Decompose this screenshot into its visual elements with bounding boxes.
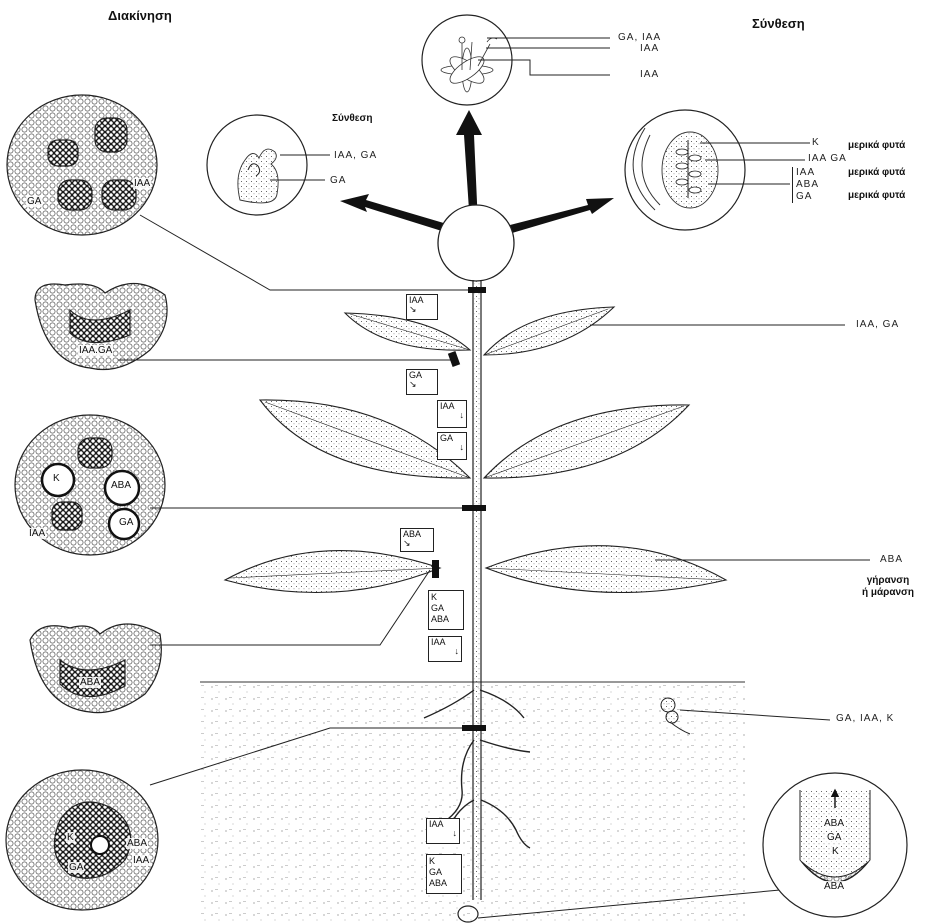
- stem: [473, 280, 481, 900]
- seed-label-group: IAA ABA GA: [796, 167, 819, 203]
- stem-box-label: K: [431, 592, 461, 603]
- young-leaf-label: IAA, GA: [856, 319, 899, 330]
- flower-label-ga-iaa: GA, IAA: [618, 32, 661, 43]
- root-tip-aba-cap: ABA: [823, 881, 845, 892]
- seed-group-iaa: IAA: [796, 167, 815, 178]
- section5-ga: GA: [68, 862, 84, 873]
- section1-iaa: IAA: [133, 178, 151, 189]
- arrow-icon: ↘: [403, 539, 431, 548]
- arrow-icon: ↘: [409, 305, 435, 314]
- root-tip-aba: ABA: [823, 818, 845, 829]
- section3-ga: GA: [118, 517, 134, 528]
- stem-box-k-ga-aba-2: K GA ABA: [426, 854, 462, 894]
- stem-box-label: K: [429, 856, 459, 867]
- apex-label-ga: GA: [330, 175, 346, 186]
- seed-group-aba: ABA: [796, 179, 819, 190]
- section3-aba: ABA: [110, 480, 132, 491]
- seed-group-bracket: [792, 167, 795, 203]
- root-tip-ga: GA: [826, 832, 842, 843]
- stem-box-label: ABA: [431, 614, 461, 625]
- seed-label-k: K: [812, 137, 820, 148]
- flower-label-iaa-1: IAA: [640, 43, 659, 54]
- section1-ga: GA: [26, 196, 42, 207]
- apex-circle: [438, 205, 514, 281]
- section3-iaa: IAA: [28, 528, 46, 539]
- stem-box-label: GA: [429, 867, 459, 878]
- mature-leaf-label: ABA: [880, 554, 903, 565]
- seed-organ: [625, 110, 745, 230]
- section5-iaa: IAA: [132, 855, 150, 866]
- stem-box-label: ABA: [429, 878, 459, 889]
- root-tip-organ: [763, 773, 907, 917]
- seed-note-1: μερικά φυτά: [848, 140, 905, 151]
- arrow-icon: ↘: [409, 380, 435, 389]
- stem-box-ga-1: GA↘: [406, 369, 438, 395]
- arrow-down-icon: ↓: [429, 829, 457, 838]
- root-tip-k: K: [831, 846, 840, 857]
- seed-note-2: μερικά φυτά: [848, 167, 905, 178]
- section3-k: K: [52, 473, 61, 484]
- section4-aba: ABA: [79, 677, 101, 688]
- stem-box-aba: ABA↘: [400, 528, 434, 552]
- stem-box-iaa-4: IAA↓: [426, 818, 460, 844]
- seed-note-3: μερικά φυτά: [848, 190, 905, 201]
- header-synthesis: Σύνθεση: [752, 16, 805, 31]
- apex-organ: [207, 115, 307, 215]
- senescence-line-1: γήρανση: [867, 575, 910, 586]
- arrow-down-icon: ↓: [440, 411, 464, 420]
- stem-box-label: GA: [431, 603, 461, 614]
- senescence-line-2: ή μάρανση: [862, 587, 914, 598]
- seed-group-ga: GA: [796, 191, 812, 202]
- section5-k: K: [66, 832, 75, 843]
- section2-iaa-ga: IAA.GA: [78, 345, 113, 356]
- seedling-label: GA, IAA, K: [836, 713, 894, 724]
- senescence-note: γήρανση ή μάρανση: [862, 575, 914, 599]
- seed-label-iaa-ga: IAA GA: [808, 153, 847, 164]
- stem-box-k-ga-aba-1: K GA ABA: [428, 590, 464, 630]
- flower-label-iaa-2: IAA: [640, 69, 659, 80]
- stem-box-ga-2: GA↓: [437, 432, 467, 460]
- apex-synthesis-label: Σύνθεση: [332, 113, 372, 124]
- apex-label-iaa-ga: IAA, GA: [334, 150, 377, 161]
- stem-box-iaa-1: IAA↘: [406, 294, 438, 320]
- stem-box-iaa-3: IAA↓: [428, 636, 462, 662]
- header-transport: Διακίνηση: [108, 8, 172, 23]
- stem-box-iaa-2: IAA↓: [437, 400, 467, 428]
- section5-aba: ABA: [126, 838, 148, 849]
- arrow-down-icon: ↓: [431, 647, 459, 656]
- arrow-down-icon: ↓: [440, 443, 464, 452]
